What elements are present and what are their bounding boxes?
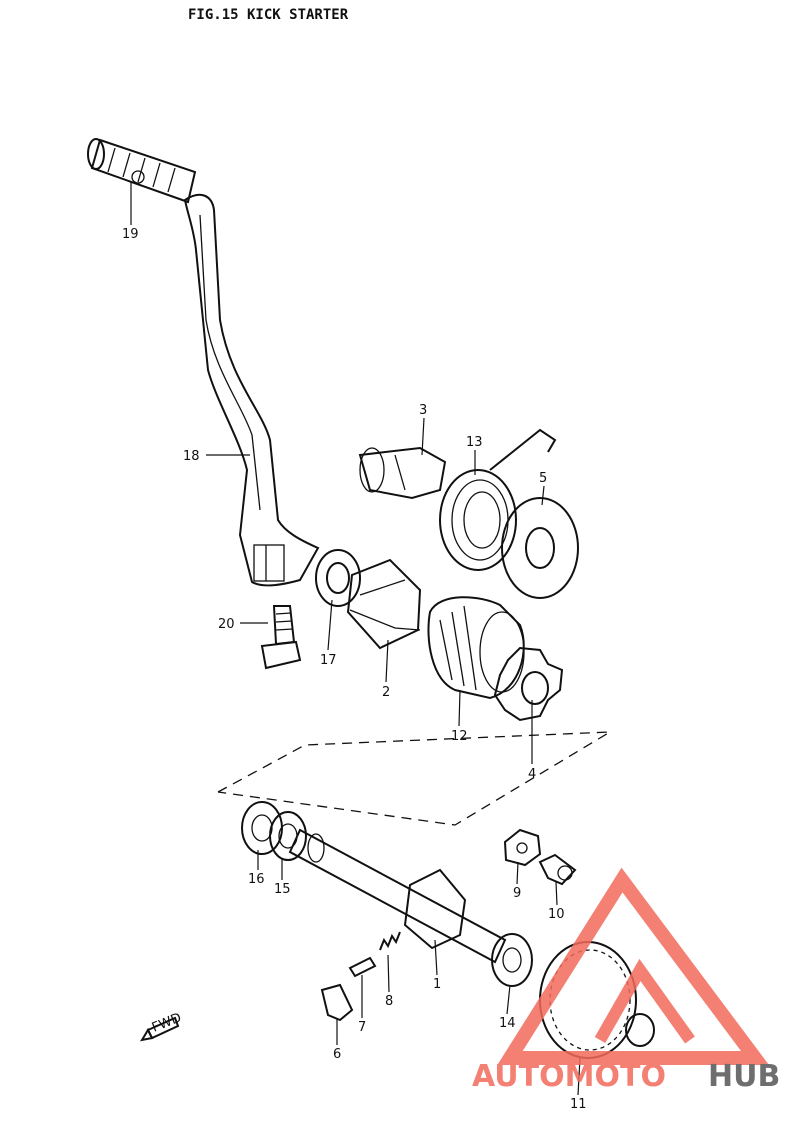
part-19-grip — [87, 138, 197, 204]
label-1: 1 — [433, 977, 441, 992]
part-4-stopper — [493, 646, 564, 722]
label-18: 18 — [183, 449, 200, 464]
part-1-shaft — [288, 828, 507, 964]
watermark-text-2: HUB — [708, 1059, 780, 1094]
label-6: 6 — [333, 1047, 341, 1062]
label-19: 19 — [122, 227, 139, 242]
label-2: 2 — [382, 685, 390, 700]
triangle-logo-icon — [497, 867, 769, 1065]
part-6-pawl — [320, 983, 354, 1022]
part-2-guide — [346, 558, 422, 650]
part-13-spring — [439, 428, 557, 571]
label-14: 14 — [499, 1016, 516, 1031]
part-labels: 19 18 20 17 2 12 4 3 13 5 16 15 1 14 11 … — [122, 227, 587, 1112]
label-11: 11 — [570, 1097, 587, 1112]
label-4: 4 — [528, 767, 536, 782]
fwd-arrow-icon: FWD — [139, 1010, 184, 1042]
part-3-spindle — [358, 446, 447, 500]
part-5-washer — [501, 497, 579, 599]
label-12: 12 — [451, 729, 468, 744]
part-11-drive-gear — [539, 941, 655, 1059]
part-20-bolt — [260, 605, 302, 670]
label-15: 15 — [274, 882, 291, 897]
part-18-kick-lever — [183, 193, 320, 587]
dashed-relation-line — [217, 731, 611, 826]
part-15-washer — [269, 811, 307, 861]
watermark: AUTOMOTO HUB — [472, 867, 780, 1094]
part-12-cover — [427, 596, 525, 700]
label-13: 13 — [466, 435, 483, 450]
part-8-spring — [379, 931, 401, 951]
part-10-screw — [538, 853, 577, 886]
part-9-plate — [503, 828, 542, 867]
part-7-pin — [348, 956, 377, 978]
part-16-washer — [241, 801, 283, 855]
label-16: 16 — [248, 872, 265, 887]
watermark-text-1: AUTOMOTO — [472, 1059, 666, 1094]
label-7: 7 — [358, 1020, 366, 1035]
label-20: 20 — [218, 617, 235, 632]
leader-lines — [130, 182, 581, 1096]
label-5: 5 — [539, 471, 547, 486]
part-17-washer — [315, 549, 361, 607]
label-8: 8 — [385, 994, 393, 1009]
label-9: 9 — [513, 886, 521, 901]
label-3: 3 — [419, 403, 427, 418]
label-17: 17 — [320, 653, 337, 668]
part-14-washer — [491, 933, 533, 987]
label-10: 10 — [548, 907, 565, 922]
figure-title: FIG.15 KICK STARTER — [188, 7, 349, 23]
